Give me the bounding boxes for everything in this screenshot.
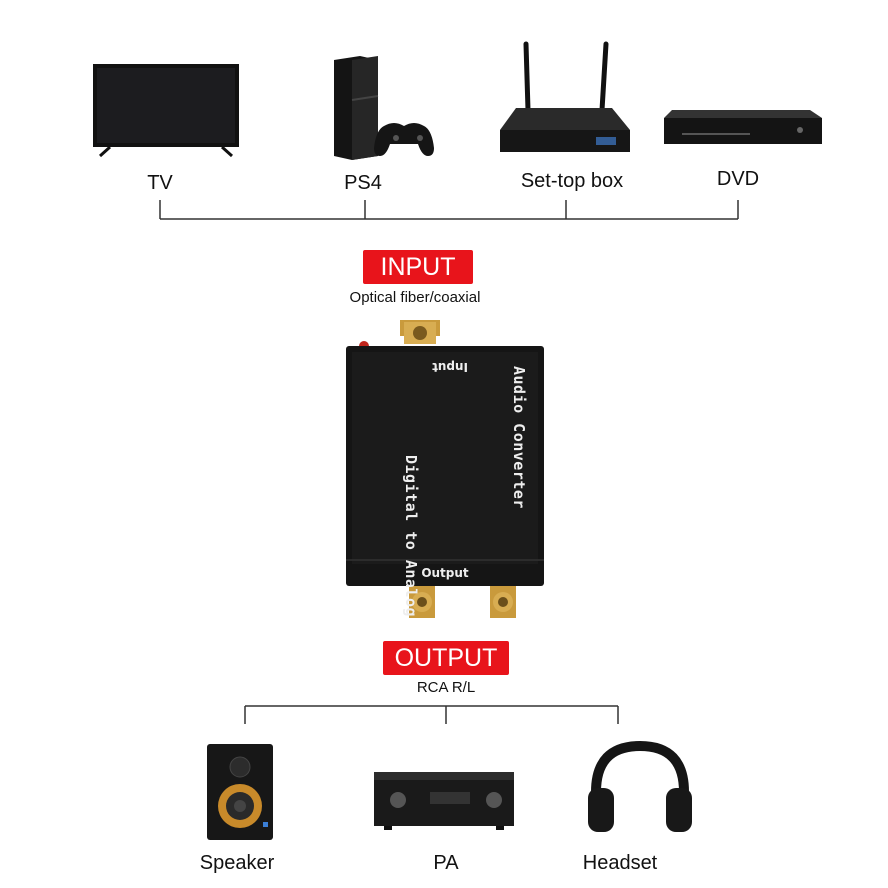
device-label-set-top-box: Set-top box [520,170,624,192]
device-label-speaker: Speaker [199,852,275,874]
output-bracket [244,705,619,724]
converter-box [346,320,544,618]
converter-input-label: Input [432,360,468,374]
device-label-dvd: DVD [716,168,760,190]
set-top-box-icon [500,41,630,152]
tv-icon [93,64,239,158]
dvd-player-icon [664,110,822,144]
converter-title-line2: Audio Converter [510,366,528,509]
input-bracket [159,200,739,220]
input-tag: INPUT [363,250,473,284]
amplifier-icon [374,772,514,830]
device-label-ps4: PS4 [344,172,382,194]
headset-icon [588,740,692,832]
converter-title-line1: Digital to Analog [402,455,420,618]
output-tag: OUTPUT [383,641,509,675]
output-subtitle: RCA R/L [416,679,476,696]
speaker-icon [207,744,273,840]
device-label-headset: Headset [582,852,658,874]
ps4-icon [334,56,434,160]
device-label-pa: PA [433,852,459,874]
device-label-tv: TV [147,172,173,194]
input-subtitle: Optical fiber/coaxial [349,289,481,306]
converter-output-label: Output [421,566,469,580]
